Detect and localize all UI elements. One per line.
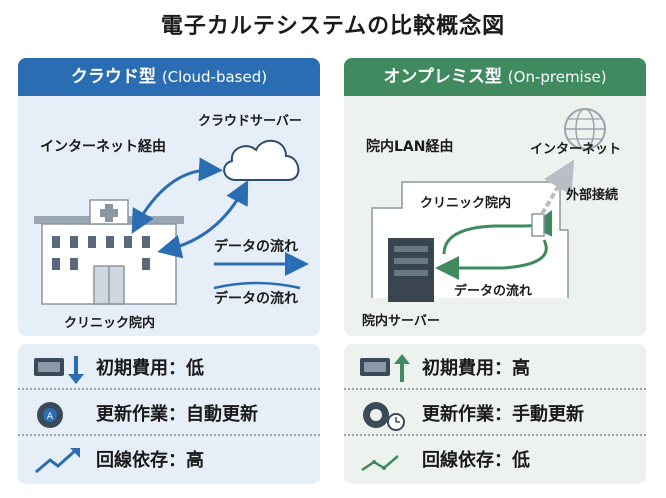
feature-text: 更新作業：手動更新 xyxy=(422,404,584,425)
external-connection-label: 外部接続 xyxy=(566,188,619,203)
onprem-clinic-label: クリニック院内 xyxy=(420,196,512,211)
auto-update-gear-icon: A xyxy=(37,402,63,428)
manual-update-wrench-icon xyxy=(363,402,405,431)
onprem-panel-header: オンプレミス型 (On-premise) xyxy=(344,58,646,96)
cloud-sync-arrows xyxy=(131,157,309,290)
feature-text: 初期費用：高 xyxy=(422,358,530,379)
onprem-panel: オンプレミス型 (On-premise) 院内LAN経由 インターネット 外部接… xyxy=(344,58,646,336)
onprem-header-title: オンプレミス型 xyxy=(383,67,502,87)
onprem-feature-update: 更新作業：手動更新 xyxy=(344,392,646,436)
diagram-title: 電子カルテシステムの比較概念図 xyxy=(160,14,506,39)
cloud-icon xyxy=(223,140,300,181)
money-up-icon xyxy=(360,354,410,382)
internet-label: インターネット xyxy=(530,142,622,157)
data-flow-label-2: データの流れ xyxy=(214,291,298,307)
cloud-panel: クラウド型 (Cloud-based) インターネット経由 クラウドサーバー xyxy=(18,58,320,336)
cloud-header-title: クラウド型 xyxy=(70,67,156,87)
cloud-feature-initial-cost: 初期費用：低 xyxy=(18,346,320,390)
trend-up-icon xyxy=(35,448,80,474)
onprem-server-label: 院内サーバー xyxy=(362,314,440,329)
money-down-icon xyxy=(34,356,84,384)
cloud-header-subtitle: (Cloud-based) xyxy=(161,68,268,86)
onprem-header-subtitle: (On-premise) xyxy=(507,68,607,86)
clinic-label: クリニック院内 xyxy=(64,316,156,331)
onprem-features: 初期費用：高 更新作業：手動更新 回線依存：低 xyxy=(344,344,646,484)
cloud-feature-line-dependency: 回線依存：高 xyxy=(18,438,320,482)
internet-route-label: インターネット経由 xyxy=(40,139,166,155)
lan-route-label: 院内LAN経由 xyxy=(366,139,454,155)
clinic-boundary xyxy=(371,159,575,302)
feature-text: 回線依存：高 xyxy=(96,450,204,471)
clinic-building-icon xyxy=(34,199,184,305)
feature-text: 更新作業：自動更新 xyxy=(96,404,258,425)
svg-text:A: A xyxy=(47,412,54,422)
trend-flat-icon xyxy=(361,455,399,472)
cloud-panel-header: クラウド型 (Cloud-based) xyxy=(18,58,320,96)
globe-icon xyxy=(564,108,606,150)
data-flow-label-1: データの流れ xyxy=(214,239,298,255)
feature-text: 初期費用：低 xyxy=(96,358,204,379)
cloud-feature-update: A 更新作業：自動更新 xyxy=(18,392,320,436)
onprem-data-flow-label: データの流れ xyxy=(454,284,533,299)
feature-text: 回線依存：低 xyxy=(422,450,530,471)
cloud-server-label: クラウドサーバー xyxy=(198,114,302,129)
onprem-feature-line-dependency: 回線依存：低 xyxy=(344,438,646,482)
cloud-features: 初期費用：低 A 更新作業：自動更新 回線依存：高 xyxy=(18,344,320,484)
onprem-feature-initial-cost: 初期費用：高 xyxy=(344,346,646,390)
